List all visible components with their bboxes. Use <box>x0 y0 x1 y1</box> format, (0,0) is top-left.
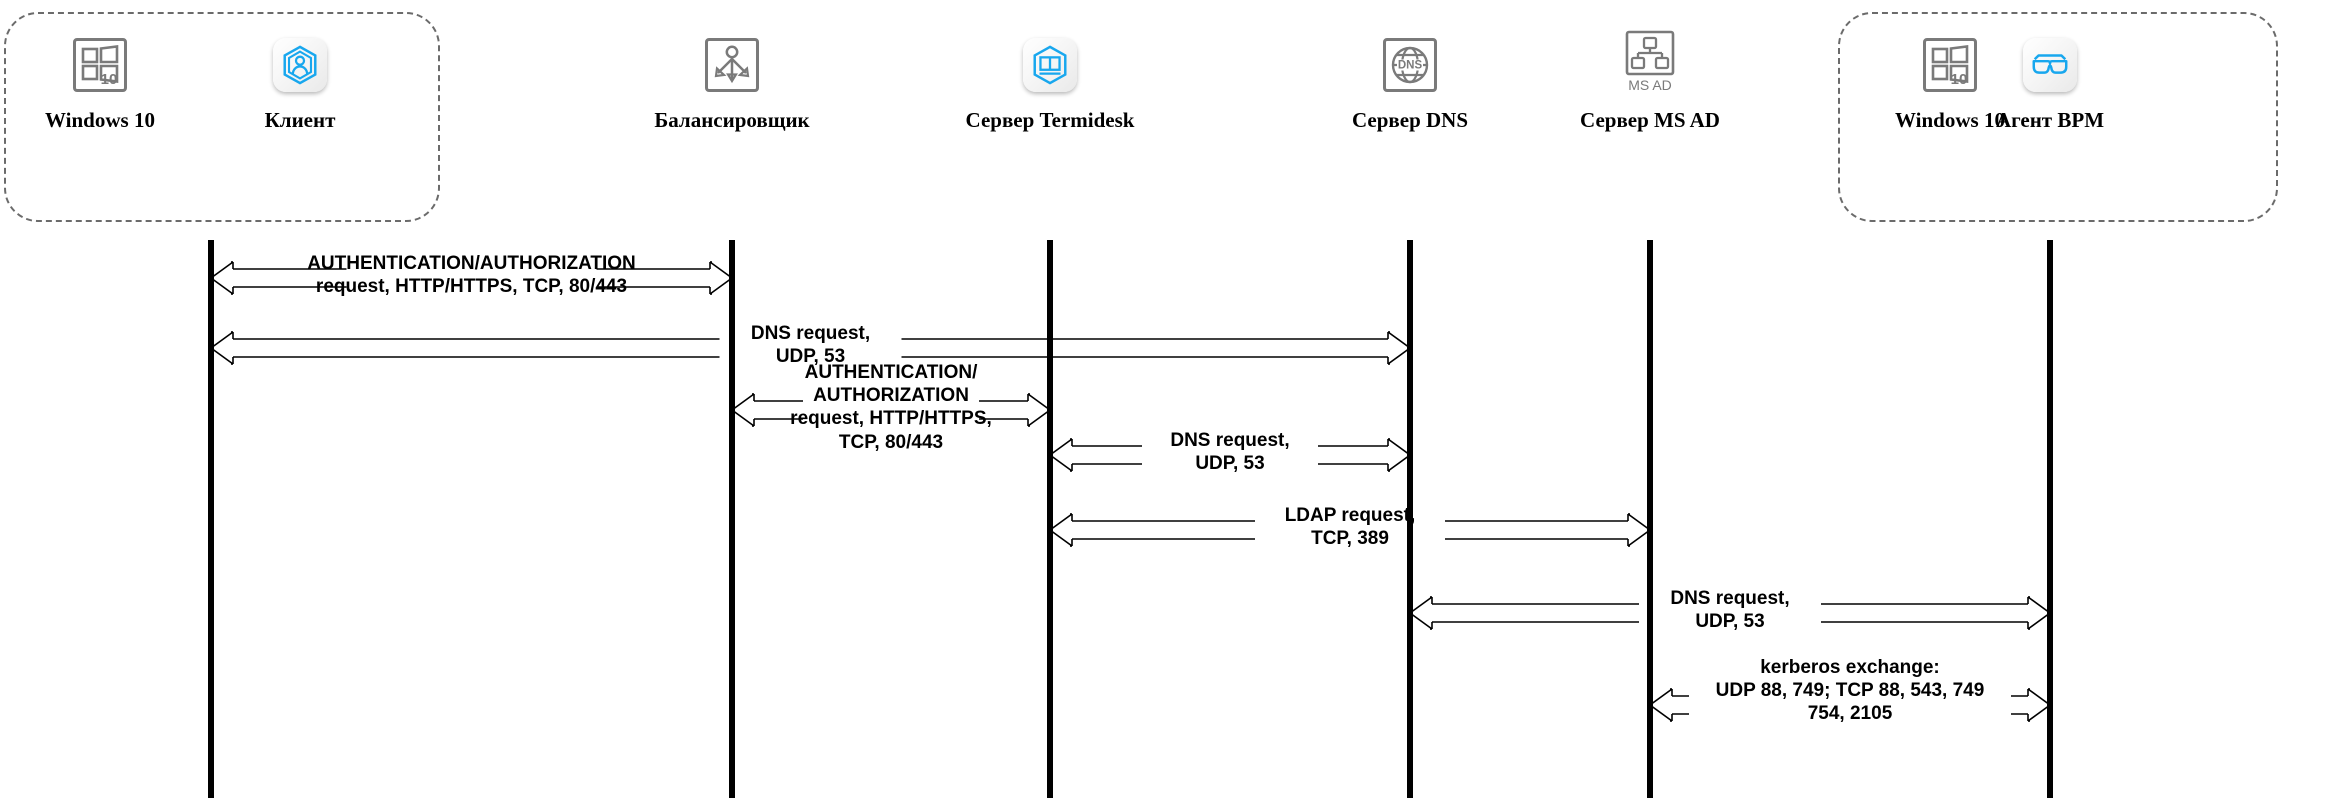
participant-msad[interactable]: MS AD Сервер MS AD <box>1550 28 1750 133</box>
lifeline-msad <box>1647 240 1653 798</box>
message-msg-auth-balancer-termidesk: AUTHENTICATION/ AUTHORIZATION request, H… <box>730 350 1052 470</box>
windows10-icon-wrap: 10 <box>1850 28 2050 102</box>
windows10-icon: 10 <box>1923 38 1977 92</box>
participant-group-client-group <box>4 12 440 222</box>
svg-text:DNS: DNS <box>1398 60 1423 72</box>
message-label-msg-auth-client-balancer: AUTHENTICATION/AUTHORIZATION request, HT… <box>307 253 636 298</box>
lifeline-agent-bpm <box>2047 240 2053 798</box>
message-arrow-msg-dns-client <box>209 331 1412 365</box>
ms-ad-icon-wrap: MS AD <box>1550 28 1750 102</box>
svg-text:MS AD: MS AD <box>1628 77 1672 93</box>
participant-label-agent-bpm: Агент BPM <box>1995 108 2105 132</box>
lifeline-dns <box>1407 240 1413 798</box>
message-label-msg-ldap-termidesk-msad: LDAP request, TCP, 389 <box>1284 505 1416 550</box>
participant-windows10-right[interactable]: 10 Windows 10 <box>1850 28 2050 133</box>
message-arrow-msg-ldap-termidesk-msad <box>1048 513 1652 547</box>
participant-balancer[interactable]: Балансировщик <box>632 28 832 133</box>
message-label-msg-kerberos-msad-agent: kerberos exchange: UDP 88, 749; TCP 88, … <box>1715 657 1985 725</box>
lifeline-balancer <box>729 240 735 798</box>
svg-text:10: 10 <box>101 71 118 88</box>
message-msg-dns-termidesk: DNS request, UDP, 53 <box>1048 395 1412 515</box>
message-arrow-msg-dns-termidesk <box>1048 438 1412 472</box>
message-arrow-msg-dns-agent <box>1408 596 2052 630</box>
ms-ad-icon: MS AD <box>1621 30 1679 101</box>
message-arrow-msg-auth-balancer-termidesk <box>730 393 1052 427</box>
participant-termidesk[interactable]: Сервер Termidesk <box>950 28 1150 133</box>
message-arrow-msg-kerberos-msad-agent <box>1648 688 2052 722</box>
message-msg-dns-client: DNS request, UDP, 53 <box>209 288 1412 408</box>
participant-label-msad: Сервер MS AD <box>1580 108 1720 132</box>
message-msg-dns-agent: DNS request, UDP, 53 <box>1408 553 2052 673</box>
participant-group-agent-group <box>1838 12 2278 222</box>
bpm-glasses-icon-wrap <box>1950 28 2150 102</box>
svg-text:10: 10 <box>1951 71 1968 88</box>
participant-agent-bpm[interactable]: Агент BPM <box>1950 28 2150 133</box>
message-label-msg-dns-client: DNS request, UDP, 53 <box>750 323 871 368</box>
lifeline-client <box>208 240 214 798</box>
lifeline-termidesk <box>1047 240 1053 798</box>
message-msg-ldap-termidesk-msad: LDAP request, TCP, 389 <box>1048 470 1652 590</box>
participant-dns[interactable]: DNS Сервер DNS <box>1310 28 1510 133</box>
dns-globe-icon: DNS <box>1383 38 1437 92</box>
participant-label-windows10-left: Windows 10 <box>45 108 155 132</box>
message-arrow-msg-auth-client-balancer <box>209 261 734 295</box>
windows10-icon-wrap: 10 <box>0 28 200 102</box>
participant-label-client: Клиент <box>264 108 336 132</box>
participant-label-dns: Сервер DNS <box>1351 108 1469 132</box>
termidesk-hex-icon <box>1023 38 1077 92</box>
message-label-msg-dns-termidesk: DNS request, UDP, 53 <box>1170 430 1290 475</box>
participant-label-termidesk: Сервер Termidesk <box>965 108 1135 132</box>
message-label-msg-dns-agent: DNS request, UDP, 53 <box>1670 588 1790 633</box>
message-msg-kerberos-msad-agent: kerberos exchange: UDP 88, 749; TCP 88, … <box>1648 645 2052 765</box>
participant-label-balancer: Балансировщик <box>654 108 810 132</box>
termidesk-hex-icon-wrap <box>950 28 1150 102</box>
load-balancer-icon <box>705 38 759 92</box>
message-msg-auth-client-balancer: AUTHENTICATION/AUTHORIZATION request, HT… <box>209 218 734 338</box>
participant-windows10-left[interactable]: 10 Windows 10 <box>0 28 200 133</box>
bpm-glasses-icon <box>2023 38 2077 92</box>
windows10-icon: 10 <box>73 38 127 92</box>
client-hex-icon-wrap <box>200 28 400 102</box>
dns-globe-icon-wrap: DNS <box>1310 28 1510 102</box>
participant-label-windows10-right: Windows 10 <box>1895 108 2005 132</box>
message-label-msg-auth-balancer-termidesk: AUTHENTICATION/ AUTHORIZATION request, H… <box>790 362 992 453</box>
client-hex-icon <box>273 38 327 92</box>
participant-client[interactable]: Клиент <box>200 28 400 133</box>
load-balancer-icon-wrap <box>632 28 832 102</box>
